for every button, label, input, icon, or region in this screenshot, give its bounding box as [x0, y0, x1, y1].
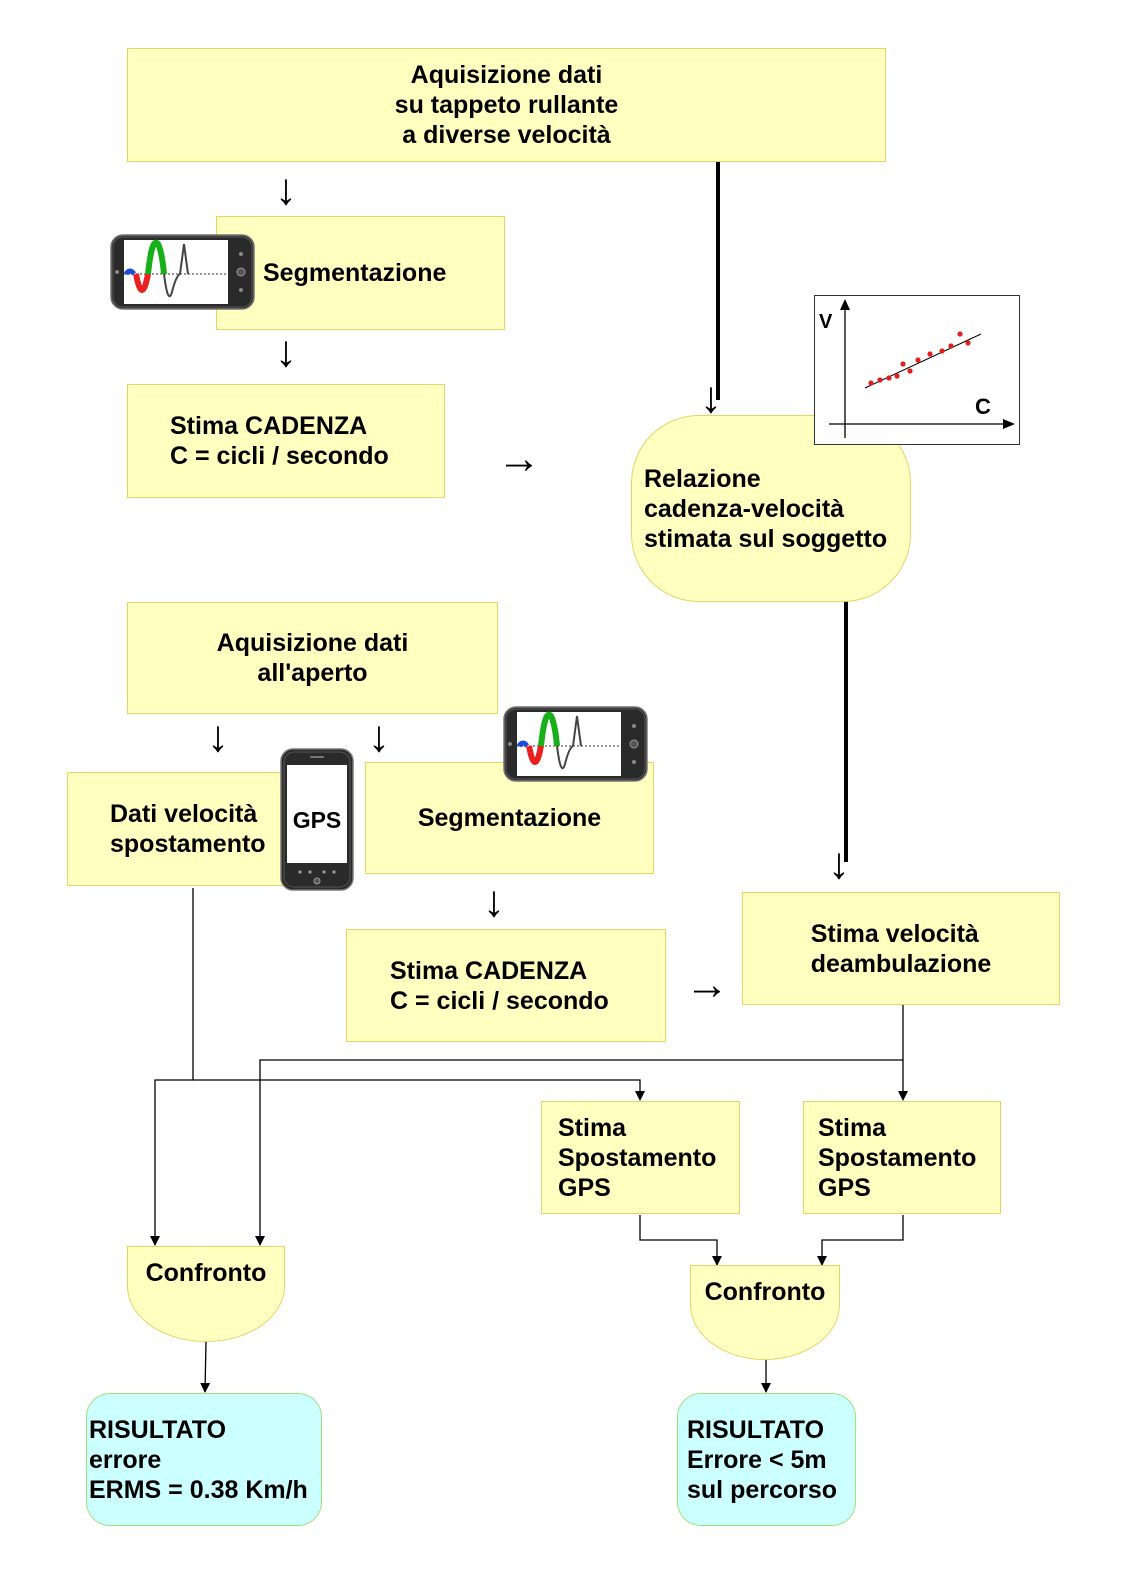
- relation-box: Relazione cadenza-velocità stimata sul s…: [631, 415, 911, 602]
- plot-trend-line: [864, 333, 982, 389]
- speed-estimate-box: Stima velocità deambulazione: [742, 892, 1060, 1005]
- acquisition-outdoor-box: Aquisizione dati all'aperto: [127, 602, 498, 714]
- gps-label: GPS: [293, 807, 342, 833]
- plot-dot: [957, 331, 963, 337]
- plot-dot: [927, 351, 933, 357]
- displacement-a-line-1: Stima: [558, 1113, 627, 1142]
- displacement-box-a: Stima Spostamento GPS: [541, 1101, 740, 1214]
- plot-dot: [948, 343, 954, 349]
- plot-y-arrow-icon: [840, 299, 850, 310]
- arrow-down-icon: ↓: [700, 373, 722, 422]
- compare-right-label: Confronto: [704, 1278, 826, 1306]
- displacement-box-b: Stima Spostamento GPS: [803, 1101, 1001, 1214]
- arrow-down-icon: ↓: [483, 877, 505, 926]
- plot-dot: [907, 368, 913, 374]
- speed-estimate-line-2: deambulazione: [810, 949, 992, 978]
- cadence-top-line-1: Stima CADENZA: [170, 412, 368, 440]
- displacement-b-line-3: GPS: [818, 1173, 871, 1202]
- plot-y-label: V: [819, 311, 833, 333]
- cadence-top-line-2: C = cicli / secondo: [170, 442, 389, 470]
- plot-dot: [868, 380, 874, 386]
- arrow-right-icon: →: [497, 434, 541, 483]
- connector-stima-confronto-left: [255, 1059, 903, 1246]
- arrow-down-icon: ↓: [275, 165, 297, 214]
- smartphone-gps-icon: GPS: [280, 748, 354, 896]
- relation-line-1: Relazione: [644, 464, 761, 493]
- connector-spost-b-confronto: [817, 1215, 904, 1266]
- acq-treadmill-line-1: Aquisizione dati: [410, 61, 603, 89]
- plot-x-arrow-icon: [1003, 419, 1015, 429]
- result-left-line-2: errore: [89, 1445, 162, 1474]
- arrow-right-icon: →: [685, 960, 729, 1009]
- acq-outdoor-line-2: all'aperto: [257, 659, 368, 687]
- relation-line-3: stimata sul soggetto: [644, 524, 888, 553]
- result-left-line-1: RISULTATO: [89, 1415, 227, 1444]
- compare-left-box: Confronto: [127, 1246, 285, 1342]
- displacement-a-line-2: Spostamento: [558, 1143, 717, 1172]
- arrow-down-icon: ↓: [368, 712, 390, 761]
- result-right-box: RISULTATO Errore < 5m sul percorso: [677, 1393, 856, 1526]
- scatter-plot-svg: V C: [819, 299, 1015, 438]
- segmentation-top-box: Segmentazione: [216, 216, 505, 330]
- arrow-down-icon: ↓: [275, 327, 297, 376]
- plot-dot: [915, 357, 921, 363]
- plot-dot: [965, 340, 971, 346]
- acq-outdoor-line-1: Aquisizione dati: [216, 629, 409, 657]
- connector-spost-a-confronto: [639, 1215, 722, 1266]
- cadence-top-box: Stima CADENZA C = cicli / secondo: [127, 384, 445, 498]
- gps-data-line-2: spostamento: [110, 830, 266, 858]
- connector-confronto-risultato-left: [200, 1341, 211, 1393]
- acquisition-treadmill-box: Aquisizione dati su tappeto rullante a d…: [127, 48, 886, 162]
- connector-gps-confronto-left: [150, 1079, 193, 1246]
- compare-right-box: Confronto: [690, 1265, 840, 1360]
- seg-bottom-label: Segmentazione: [417, 804, 602, 832]
- result-right-line-1: RISULTATO: [687, 1415, 825, 1444]
- displacement-b-line-2: Spostamento: [818, 1143, 977, 1172]
- arrow-down-icon: ↓: [207, 712, 229, 761]
- acq-treadmill-line-3: a diverse velocità: [402, 121, 611, 149]
- result-left-line-3: ERMS = 0.38 Km/h: [89, 1475, 308, 1504]
- plot-dot: [939, 348, 945, 354]
- plot-dot: [900, 361, 906, 367]
- cadence-bottom-box: Stima CADENZA C = cicli / secondo: [346, 929, 666, 1042]
- scatter-plot-inset: V C: [814, 295, 1020, 445]
- seg-top-label: Segmentazione: [263, 259, 447, 287]
- compare-left-label: Confronto: [145, 1259, 267, 1287]
- result-right-line-3: sul percorso: [687, 1475, 838, 1504]
- displacement-b-line-1: Stima: [818, 1113, 887, 1142]
- smartphone-signal-icon: [503, 706, 648, 787]
- arrow-down-icon: ↓: [828, 839, 850, 888]
- cadence-bottom-line-1: Stima CADENZA: [390, 956, 588, 985]
- relation-line-2: cadenza-velocità: [644, 494, 845, 523]
- cadence-bottom-line-2: C = cicli / secondo: [390, 986, 609, 1015]
- plot-dot: [886, 375, 892, 381]
- acq-treadmill-line-2: su tappeto rullante: [394, 91, 619, 119]
- gps-data-line-1: Dati velocità: [110, 800, 258, 828]
- plot-dot: [877, 377, 883, 383]
- plot-x-label: C: [975, 394, 991, 419]
- result-left-box: RISULTATO errore ERMS = 0.38 Km/h: [86, 1393, 322, 1526]
- displacement-a-line-3: GPS: [558, 1173, 611, 1202]
- plot-dot: [894, 373, 900, 379]
- connector-gps-spost-a: [192, 888, 645, 1101]
- smartphone-signal-icon: [110, 234, 255, 315]
- result-right-line-2: Errore < 5m: [687, 1445, 827, 1474]
- speed-estimate-line-1: Stima velocità: [810, 919, 979, 948]
- gps-data-box: Dati velocità spostamento: [67, 772, 287, 886]
